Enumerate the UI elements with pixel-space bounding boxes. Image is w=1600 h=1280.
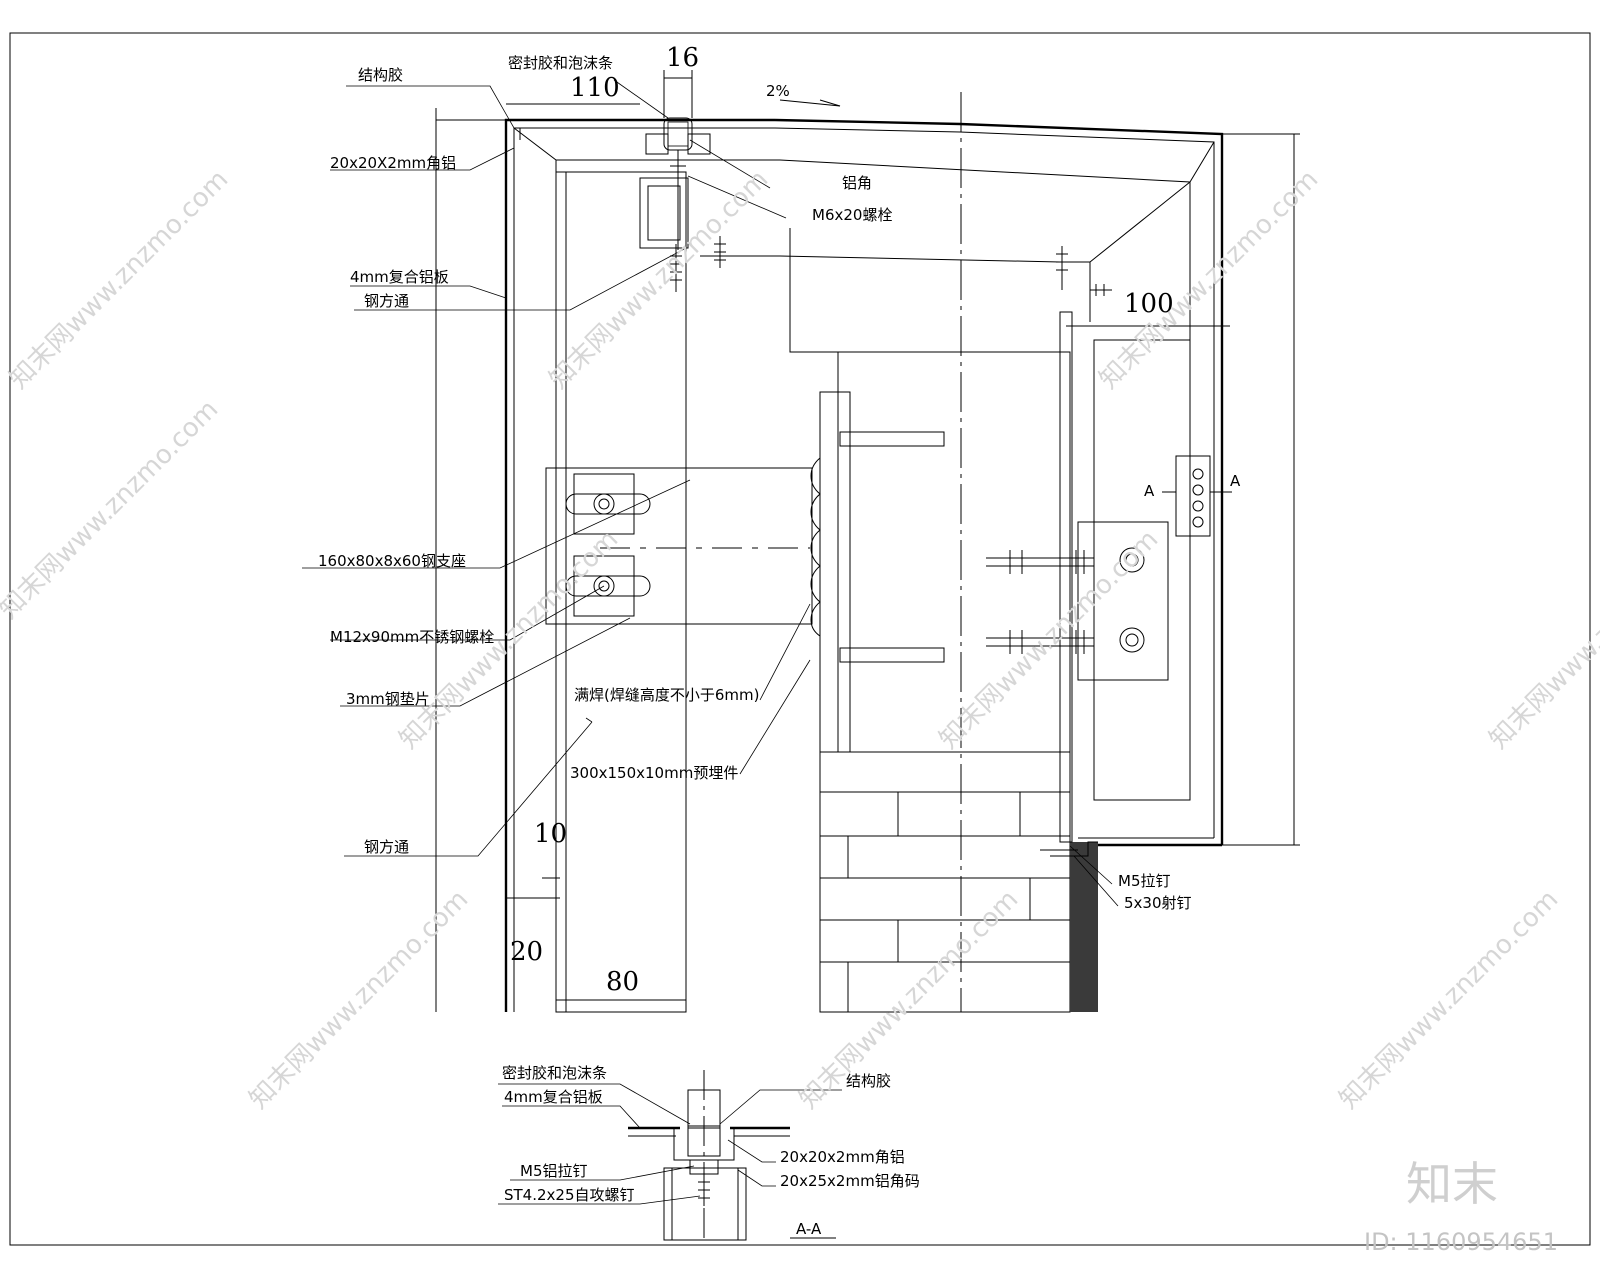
label-section-a-left: A: [1144, 482, 1155, 500]
aa-label-screw: ST4.2x25自攻螺钉: [504, 1186, 635, 1204]
aa-label-angle-al: 20x20x2mm角铝: [780, 1148, 905, 1166]
label-steel-tube-top: 钢方通: [364, 292, 409, 310]
aa-label-structural-glue: 结构胶: [846, 1072, 891, 1090]
main-section: 结构胶 密封胶和泡沫条 16 110 2% 20x20X2mm角铝 铝角 M6x…: [302, 43, 1300, 1013]
label-full-weld: 满焊(焊缝高度不小于6mm): [574, 686, 759, 704]
aa-label-rivet: M5铝拉钉: [520, 1162, 588, 1180]
aa-label-composite-panel: 4mm复合铝板: [504, 1088, 603, 1106]
watermark-layer: 知末网www.znzmo.com 知末网www.znzmo.com 知末网www…: [0, 164, 1600, 1256]
label-structural-glue: 结构胶: [358, 66, 403, 84]
label-bolt-m6: M6x20螺栓: [812, 206, 892, 224]
watermark-text: 知末网www.znzmo.com: [0, 394, 224, 625]
label-al-corner: 铝角: [842, 174, 872, 192]
watermark-text: 知末网www.znzmo.com: [1094, 164, 1325, 395]
watermark-text: 知末网www.znzmo.com: [1334, 884, 1565, 1115]
dim-10: 10: [534, 819, 567, 849]
aa-label-sealant-foam: 密封胶和泡沫条: [502, 1064, 607, 1082]
watermark-brand: 知末: [1406, 1157, 1498, 1211]
label-shoot-nail: 5x30射钉: [1124, 894, 1192, 912]
watermark-id: ID: 1160954651: [1364, 1228, 1558, 1256]
label-angle-al: 20x20X2mm角铝: [330, 154, 456, 172]
label-ss-bolt: M12x90mm不锈钢螺栓: [330, 628, 494, 646]
watermark-text: 知末网www.znzmo.com: [934, 524, 1165, 755]
dim-110: 110: [570, 73, 620, 103]
watermark-text: 知末网www.znzmo.com: [544, 164, 775, 395]
label-section-a-right: A: [1230, 472, 1241, 490]
watermark-text: 知末网www.znzmo.com: [244, 884, 475, 1115]
aa-title: A-A: [796, 1220, 822, 1238]
label-embedded-part: 300x150x10mm预埋件: [570, 764, 738, 782]
label-sealant-foam: 密封胶和泡沫条: [508, 54, 613, 72]
watermark-text: 知末网www.znzmo.com: [794, 884, 1025, 1115]
dim-16: 16: [666, 43, 699, 73]
watermark-text: 知末网www.znzmo.com: [4, 164, 235, 395]
label-steel-shim: 3mm钢垫片: [346, 690, 430, 708]
aa-label-corner-code: 20x25x2mm铝角码: [780, 1172, 920, 1190]
drawing-frame: [9, 32, 1591, 1246]
section-aa: 密封胶和泡沫条 4mm复合铝板 M5铝拉钉 ST4.2x25自攻螺钉 结构胶 2…: [498, 1064, 920, 1241]
label-steel-support: 160x80x8x60钢支座: [318, 552, 466, 570]
label-rivet-m5: M5拉钉: [1118, 872, 1171, 890]
dim-20: 20: [510, 937, 543, 967]
dim-slope: 2%: [766, 82, 790, 100]
dim-80: 80: [606, 967, 639, 997]
label-composite-panel: 4mm复合铝板: [350, 268, 449, 286]
watermark-text: 知末网www.znzmo.com: [1484, 524, 1600, 755]
label-steel-tube-bottom: 钢方通: [364, 838, 409, 856]
dim-100: 100: [1124, 289, 1174, 319]
